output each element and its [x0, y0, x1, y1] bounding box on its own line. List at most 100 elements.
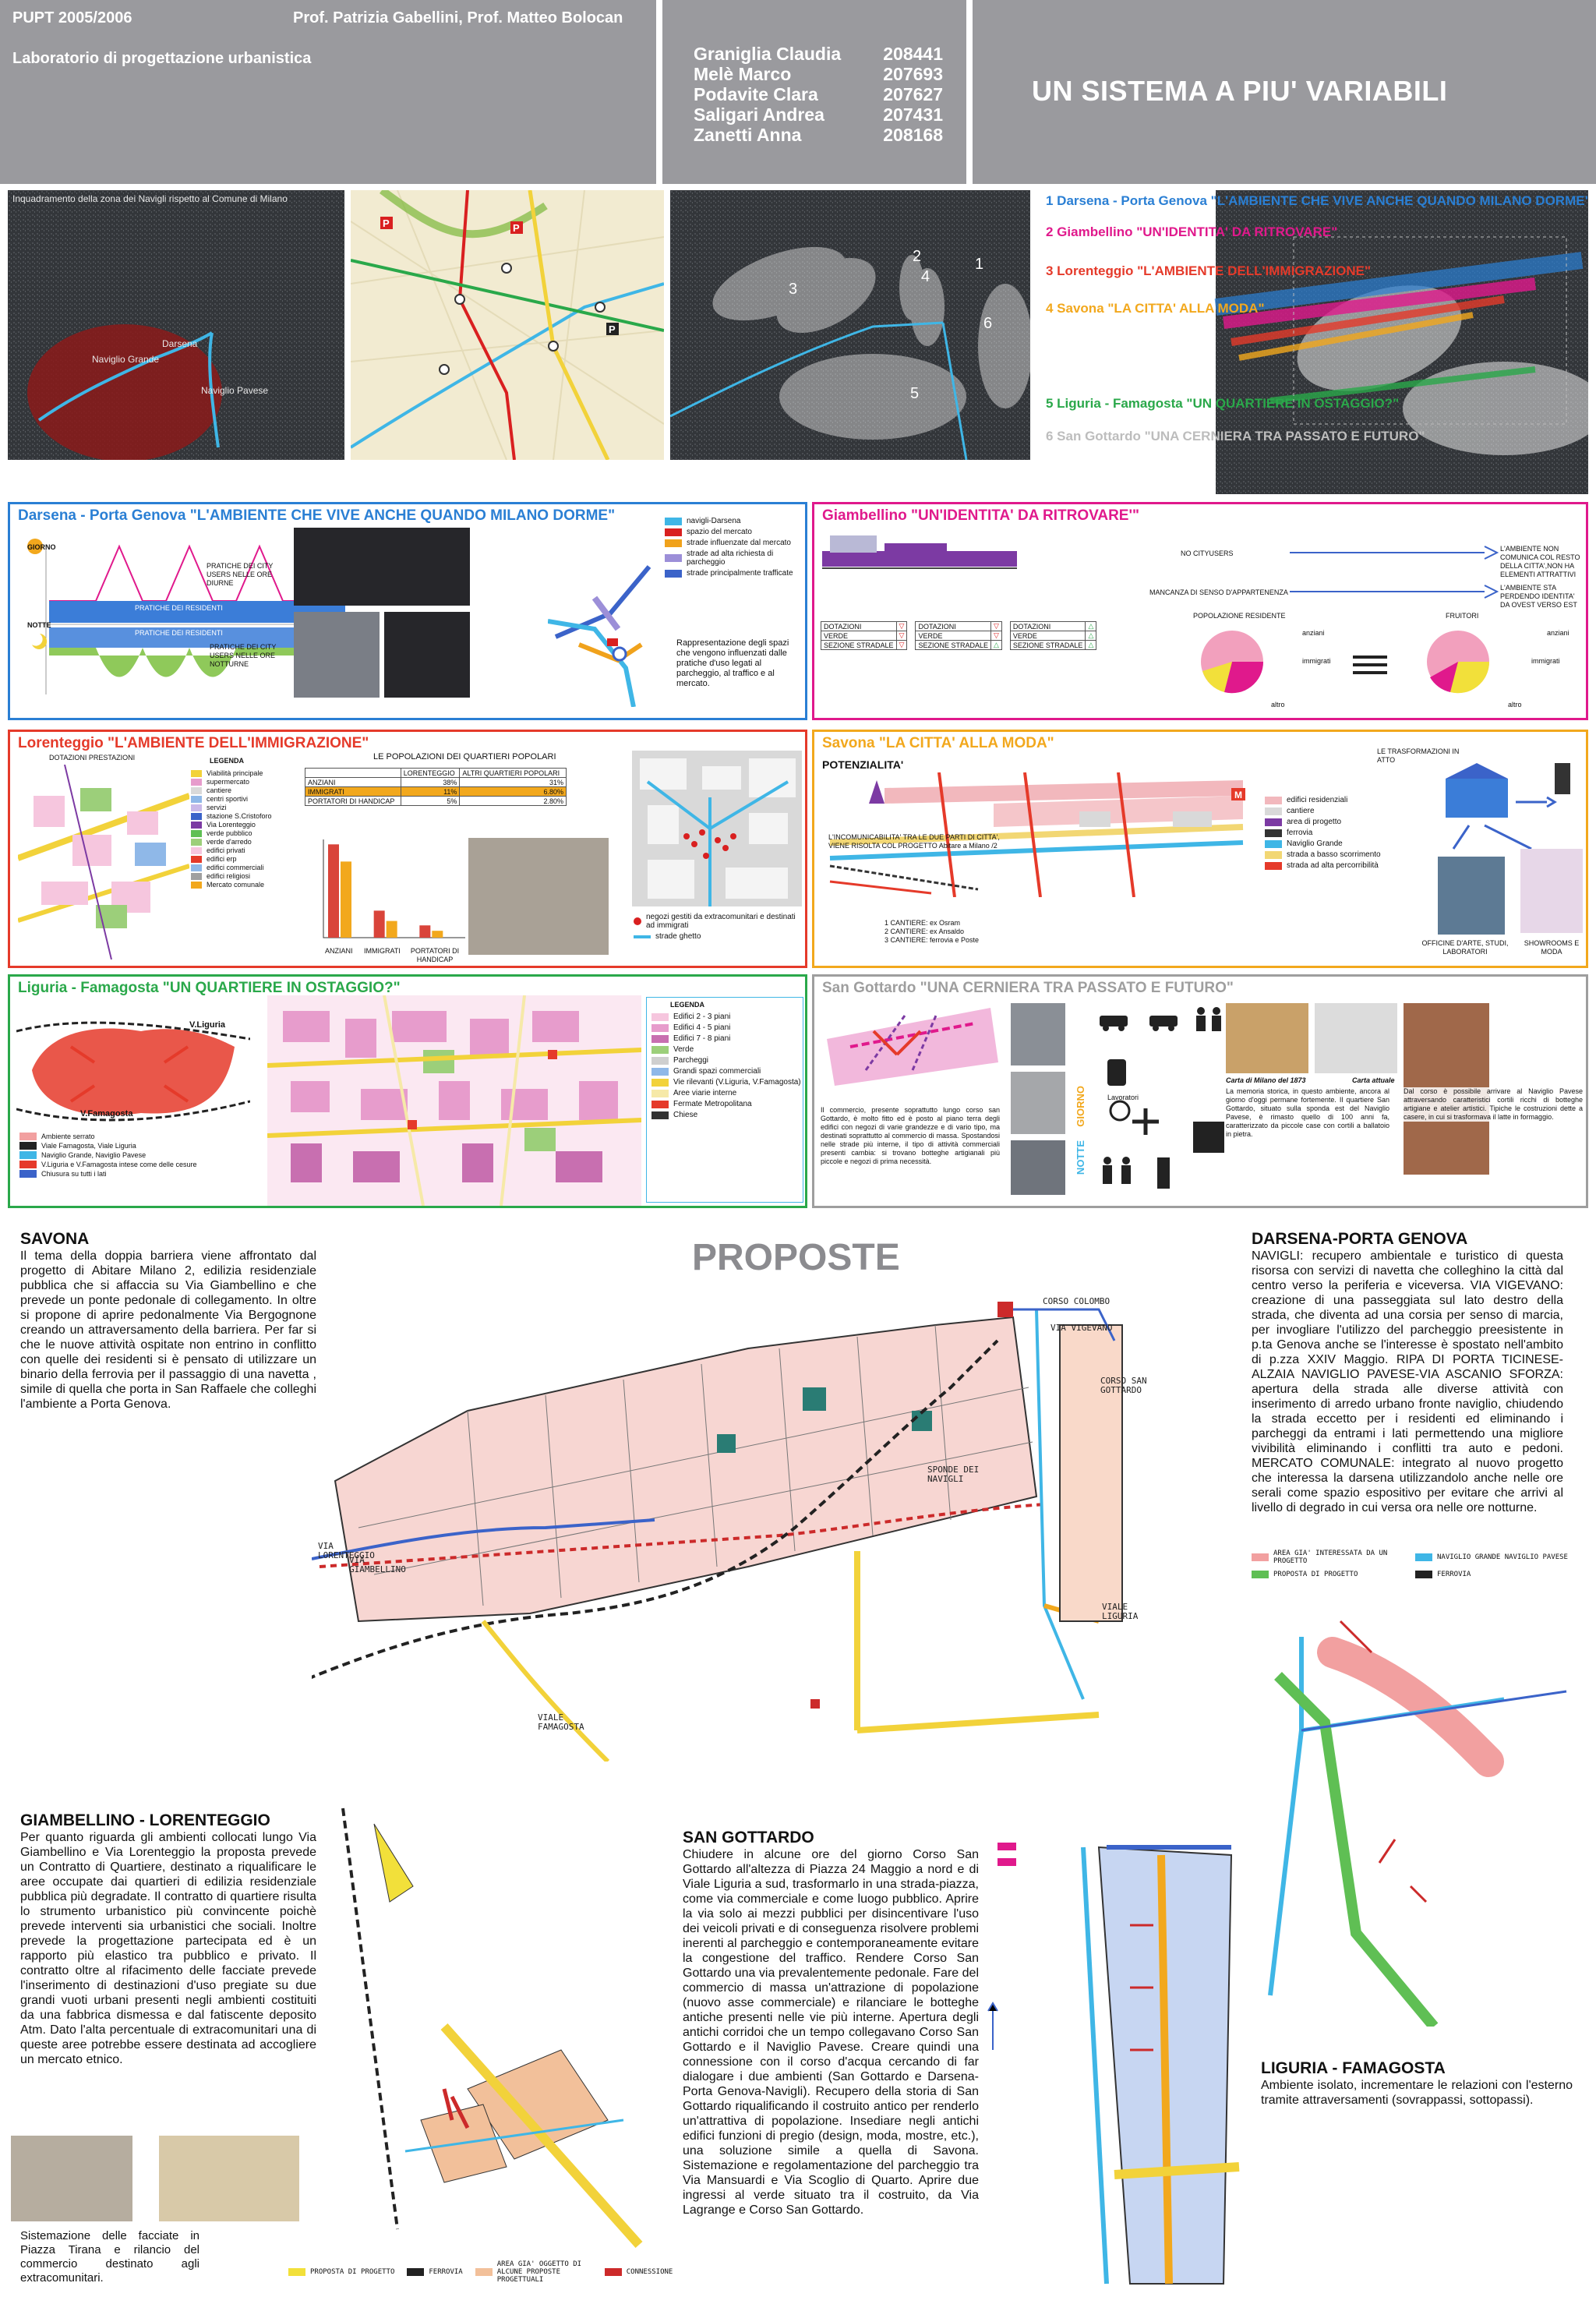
overview-transport-map: P P P [351, 190, 664, 460]
pie-users [1427, 631, 1490, 694]
panel-darsena-title: Darsena - Porta Genova "L'AMBIENTE CHE V… [18, 507, 616, 524]
legend-row: servizi [191, 804, 308, 811]
lorenteggio-map-title: DOTAZIONI PRESTAZIONI [49, 754, 136, 762]
legend-label: strada ad alta percorribilità [1287, 861, 1379, 870]
course-label: PUPT 2005/2006 [12, 9, 132, 27]
arrow1-left: NO CITYUSERS [1181, 550, 1234, 557]
legend-row: verde pubblico [191, 829, 308, 837]
proposta-gott-text: Chiudere in alcune ore del giorno Corso … [683, 1848, 979, 2217]
legend-label: Edifici 7 - 8 piani [673, 1034, 731, 1043]
giambellino-table: DOTAZIONI△VERDE△SEZIONE STRADALE△ [1009, 621, 1097, 650]
lorenteggio-legend-title: LEGENDA [210, 757, 245, 765]
table-row: VERDE△ [1009, 631, 1097, 641]
map-label-naviglio-grande: Naviglio Grande [92, 354, 160, 365]
legend-label: Vie rilevanti (V.Liguria, V.Famagosta) [673, 1078, 801, 1087]
legend-swatch [651, 1023, 669, 1032]
legend-label: Aree viarie interne [673, 1089, 737, 1097]
student-name: Zanetti Anna [694, 125, 802, 145]
legend-swatch [634, 917, 641, 925]
bar-cat-anziani: ANZIANI [325, 947, 353, 955]
legend-row: Naviglio Grande [1265, 839, 1389, 848]
legend-row: edifici religiosi [191, 872, 308, 880]
legend-swatch [475, 2268, 493, 2276]
legend-label: cantiere [1287, 807, 1315, 815]
legend-swatch [651, 1045, 669, 1054]
legend-swatch [191, 795, 202, 803]
legend-label: strada a basso scorrimento [1287, 850, 1381, 859]
milan-map-graphic [8, 190, 344, 460]
pie2-label-immigrati: immigrati [1531, 657, 1560, 665]
legend-row: Verde [651, 1045, 803, 1054]
label-notte: NOTTE [27, 621, 51, 629]
svg-text:P: P [609, 323, 616, 335]
legend-row: stazione S.Cristoforo [191, 812, 308, 820]
legend-label: ferrovia [1287, 829, 1313, 837]
overview-zones-legend: 1 Darsena - Porta Genova "L'AMBIENTE CHE… [1036, 190, 1588, 494]
legend-label: servizi [207, 804, 227, 811]
map-label-darsena: Darsena [162, 338, 198, 349]
label-notte-vertical: NOTTE [1075, 1140, 1086, 1175]
panel-gottardo: San Gottardo "UNA CERNIERA TRA PASSATO E… [812, 974, 1588, 1208]
legend-swatch [665, 569, 682, 578]
lorenteggio-map [18, 765, 189, 959]
savona-potenzialita: POTENZIALITA' [822, 758, 904, 771]
legend-label: FERROVIA [429, 2268, 463, 2276]
table-row: DOTAZIONI△ [1009, 621, 1097, 631]
map-label-naviglio-pavese: Naviglio Pavese [201, 385, 269, 396]
table-head-cell: LORENTEGGIO [400, 768, 461, 778]
legend-label: CONNESSIONE [626, 2268, 673, 2276]
legend-swatch [19, 1133, 37, 1140]
legend-row: Via Lorenteggio [191, 821, 308, 829]
legend-row: strada a basso scorrimento [1265, 850, 1389, 859]
bar [373, 910, 385, 938]
cantiere-item: 3 CANTIERE: ferrovia e Poste [885, 936, 980, 944]
gottardo-proposal-sketch [987, 1843, 1240, 2285]
zone-number: 1 [975, 256, 984, 273]
table-cell: 38% [400, 777, 461, 787]
bar [386, 921, 397, 938]
table-cell: DOTAZIONI [821, 621, 897, 631]
legend-row: strade ghetto [634, 932, 805, 941]
giambellino-proposal-sketch [341, 1808, 643, 2248]
legend-row: Edifici 7 - 8 piani [651, 1034, 803, 1043]
table-head-cell [305, 768, 401, 778]
table-cell: 2.80% [459, 796, 567, 806]
legend-swatch [651, 1056, 669, 1065]
photo-piazza-tirana-after [159, 2136, 299, 2221]
student-id: 208441 [883, 44, 943, 64]
photo-day-canal [294, 612, 380, 698]
sketch-label-via-lorenteggio: VIA LORENTEGGIO [318, 1541, 375, 1560]
legend-label: edifici commerciali [207, 864, 264, 871]
legend-swatch [651, 1089, 669, 1097]
legend-swatch [19, 1151, 37, 1159]
table-row: VERDE▽ [821, 631, 908, 641]
legend-row: centri sportivi [191, 795, 308, 803]
legend-row: negozi gestiti da extracomunitari e dest… [634, 913, 805, 930]
legend-swatch [407, 2268, 425, 2276]
savona-transformation-diagram [1446, 763, 1570, 850]
trend-icon: △ [990, 640, 1002, 650]
photo-showroom [1520, 849, 1583, 933]
photo-piazza-tirana-before [11, 2136, 132, 2221]
legend-swatch [191, 829, 202, 837]
label-officine: OFFICINE D'ARTE, STUDI, LABORATORI [1421, 939, 1509, 956]
legend-label: AREA GIA' INTERESSATA DA UN PROGETTO [1273, 1550, 1388, 1565]
legend-swatch [191, 838, 202, 846]
legend-swatch [665, 554, 682, 562]
map-label-liguria: V.Liguria [189, 1020, 226, 1030]
header-course-block: PUPT 2005/2006 Prof. Patrizia Gabellini,… [0, 0, 656, 184]
legend-row: Fermate Metropolitana [651, 1100, 803, 1108]
legend-swatch [1265, 839, 1282, 848]
legend-label: stazione S.Cristoforo [207, 812, 272, 820]
table-cell: 11% [400, 786, 461, 797]
overview-milan-map: Inquadramento della zona dei Navigli ris… [8, 190, 344, 460]
panel-giambellino: Giambellino "UN'IDENTITA' DA RITROVARE'"… [812, 502, 1588, 720]
trend-icon: ▽ [990, 631, 1002, 641]
proposta-savona-text: Il tema della doppia barriera viene affr… [20, 1249, 316, 1411]
legend-label: Viale Famagosta, Viale Liguria [41, 1142, 136, 1150]
